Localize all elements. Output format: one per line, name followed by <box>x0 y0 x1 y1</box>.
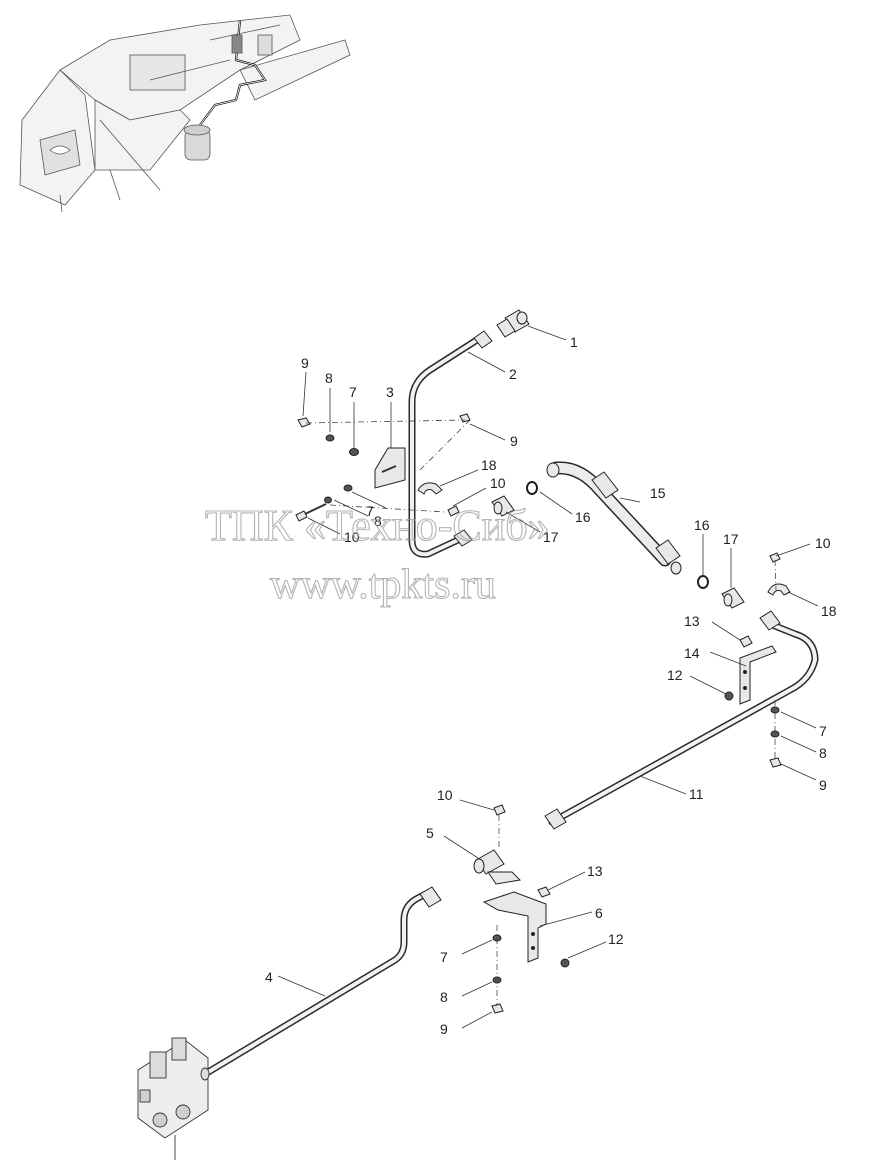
watermark-url: www.tpkts.ru <box>270 562 496 608</box>
callout-3: 3 <box>386 384 394 400</box>
clamp-18-upper <box>417 482 443 495</box>
callout-8-lower: 8 <box>440 989 448 1005</box>
callout-5: 5 <box>426 825 434 841</box>
nut-9-upper <box>297 417 311 428</box>
callout-14: 14 <box>684 645 700 661</box>
watermark: ТПК «Техно-Сиб» www.tpkts.ru <box>204 500 550 608</box>
bracket-14 <box>739 645 777 705</box>
valve-block-illustration <box>137 1037 210 1160</box>
callout-16-left: 16 <box>575 509 591 525</box>
callout-7-middle: 7 <box>366 503 374 519</box>
adapter-17-left <box>491 495 515 517</box>
hose-assembly-15 <box>491 461 745 609</box>
seal-ring-16-right <box>697 575 709 589</box>
nut-12-lower <box>560 958 570 968</box>
callout-10-left: 10 <box>344 529 360 545</box>
leader-lines <box>277 325 819 1029</box>
callout-18-right: 18 <box>821 603 837 619</box>
washer-7-upper <box>349 448 359 456</box>
callout-10-middle: 10 <box>490 475 506 491</box>
callout-7-right: 7 <box>819 723 827 739</box>
callout-9-lower: 9 <box>440 1021 448 1037</box>
chassis-overview-illustration <box>19 14 351 213</box>
callout-9-upper-left: 9 <box>301 355 309 371</box>
long-tube-11 <box>544 552 819 830</box>
callout-6: 6 <box>595 905 603 921</box>
callout-7-upper: 7 <box>349 384 357 400</box>
callout-4: 4 <box>265 969 273 985</box>
callout-7-lower: 7 <box>440 949 448 965</box>
callout-15: 15 <box>650 485 666 501</box>
nut-12-right <box>724 691 734 701</box>
callout-8-upper: 8 <box>325 370 333 386</box>
upper-tube-assembly <box>295 309 530 558</box>
bracket-6 <box>482 891 547 963</box>
lower-tube-assembly <box>201 804 570 1078</box>
callout-17-right: 17 <box>723 531 739 547</box>
tee-fitting-5 <box>473 849 522 885</box>
seal-ring-16-left <box>526 481 538 495</box>
callout-10-lower: 10 <box>437 787 453 803</box>
washer-8-upper <box>325 434 335 442</box>
callout-2: 2 <box>509 366 517 382</box>
callout-16-right: 16 <box>694 517 710 533</box>
adapter-17-right <box>721 587 745 609</box>
callout-12-lower: 12 <box>608 931 624 947</box>
callout-8-right: 8 <box>819 745 827 761</box>
callout-labels: 1 2 3 4 5 6 7 7 7 7 8 8 8 8 9 9 9 9 10 1… <box>265 334 837 1037</box>
callout-9-right: 9 <box>819 777 827 793</box>
clamp-18-right <box>767 583 791 596</box>
union-fitting-1 <box>496 309 530 338</box>
callout-17-left: 17 <box>543 529 559 545</box>
callout-13-right: 13 <box>684 613 700 629</box>
callout-18-upper: 18 <box>481 457 497 473</box>
callout-1: 1 <box>570 334 578 350</box>
watermark-company: ТПК «Техно-Сиб» <box>205 501 550 550</box>
callout-11: 11 <box>689 786 704 802</box>
callout-12-right: 12 <box>667 667 683 683</box>
callout-13-lower: 13 <box>587 863 603 879</box>
callout-9-upper-right: 9 <box>510 433 518 449</box>
callout-8-middle: 8 <box>374 513 382 529</box>
callout-10-right: 10 <box>815 535 831 551</box>
